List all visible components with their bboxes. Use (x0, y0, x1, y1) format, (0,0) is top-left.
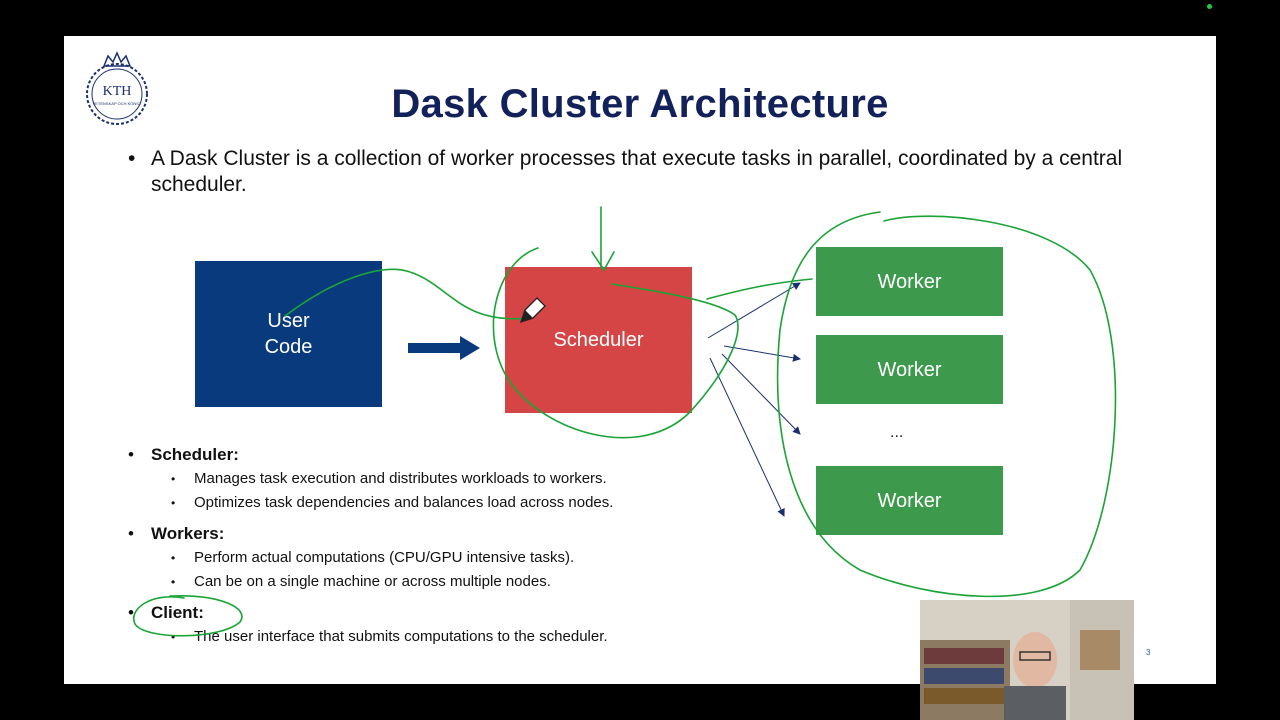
worker-box-3: Worker (816, 466, 1003, 535)
svg-text:KTH: KTH (103, 84, 132, 99)
section-scheduler: • Scheduler: (128, 442, 828, 467)
kth-logo: KTH VETENSKAP OCH KONST (86, 51, 148, 125)
list-item-text: The user interface that submits computat… (194, 628, 608, 645)
section-heading: Workers: (151, 524, 225, 543)
worker-box-2: Worker (816, 335, 1003, 404)
webcam-feed (920, 600, 1134, 720)
section-heading: Scheduler: (151, 445, 239, 464)
section-heading: Client: (151, 603, 204, 622)
bullet-dot: • (128, 445, 134, 464)
list-item-text: Optimizes task dependencies and balances… (194, 494, 614, 511)
user-code-box: User Code (195, 261, 382, 407)
bullet-dot: • (171, 472, 176, 486)
bullet-dot: • (171, 496, 176, 510)
intro-bullet: • A Dask Cluster is a collection of work… (128, 146, 1168, 198)
section-client: • Client: (128, 600, 828, 625)
slide-title: Dask Cluster Architecture (391, 82, 889, 126)
worker-box-1: Worker (816, 247, 1003, 316)
section-workers: • Workers: (128, 521, 828, 546)
bullet-dot: • (171, 630, 176, 644)
scheduler-box: Scheduler (505, 267, 692, 413)
recording-indicator (1207, 4, 1212, 9)
bullet-dot: • (171, 575, 176, 589)
bullet-dot: • (128, 147, 136, 170)
page-number: 3 (1146, 648, 1151, 657)
presenter-video (920, 600, 1134, 720)
list-item: • The user interface that submits comput… (128, 625, 828, 649)
list-item: • Optimizes task dependencies and balanc… (128, 491, 828, 515)
bullet-dot: • (171, 551, 176, 565)
bullet-list: • Scheduler: • Manages task execution an… (128, 436, 828, 649)
list-item-text: Manages task execution and distributes w… (194, 470, 607, 487)
list-item: • Perform actual computations (CPU/GPU i… (128, 546, 828, 570)
list-item: • Manages task execution and distributes… (128, 467, 828, 491)
worker-ellipsis: ... (890, 424, 904, 441)
slide: KTH VETENSKAP OCH KONST Dask Cluster Arc… (64, 36, 1216, 684)
user-to-scheduler-arrow (408, 336, 480, 360)
list-item-text: Can be on a single machine or across mul… (194, 573, 551, 590)
bullet-dot: • (128, 603, 134, 622)
intro-text: A Dask Cluster is a collection of worker… (151, 147, 1123, 196)
list-item: • Can be on a single machine or across m… (128, 570, 828, 594)
svg-text:VETENSKAP OCH KONST: VETENSKAP OCH KONST (93, 101, 142, 106)
bullet-dot: • (128, 524, 134, 543)
list-item-text: Perform actual computations (CPU/GPU int… (194, 549, 575, 566)
